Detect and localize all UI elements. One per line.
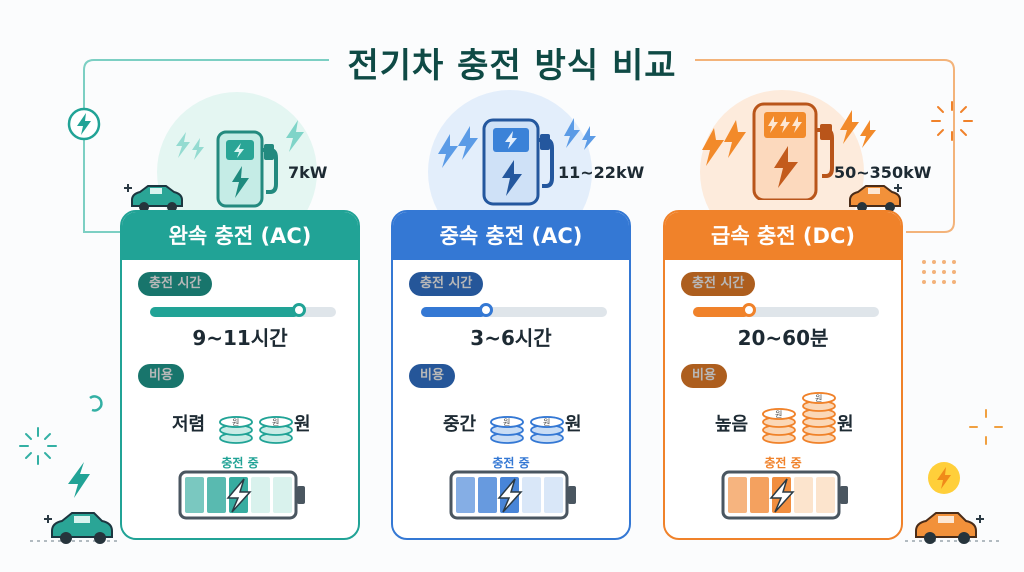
charging-status-label: 충전 중	[764, 456, 802, 470]
medium-charger-illustration	[438, 118, 596, 206]
coin-label: 원	[503, 418, 511, 427]
card-title: 중속 충전 (AC)	[393, 212, 629, 260]
time-progress-bar	[150, 303, 336, 317]
bolt-icon-bottom-left	[68, 462, 90, 498]
coin-label: 원	[775, 410, 783, 419]
bolt-icon	[860, 120, 876, 148]
time-progress-bar	[693, 303, 879, 317]
battery-icon	[721, 470, 848, 520]
charging-status-label: 충전 중	[221, 456, 259, 470]
progress-fill	[693, 307, 749, 317]
progress-fill	[421, 307, 487, 317]
bolt-icon	[582, 126, 596, 150]
bolt-icon	[176, 132, 190, 158]
left-connector-line	[83, 59, 330, 233]
bolt-icon	[702, 128, 724, 166]
won-unit: 원	[294, 414, 311, 435]
time-pill: 충전 시간	[138, 272, 213, 296]
car-icon-bottom-right	[915, 512, 984, 544]
charging-status-label: 충전 중	[492, 456, 530, 470]
bolt-icon	[840, 110, 859, 144]
arc-decor	[89, 395, 103, 412]
coin-stack-icon	[762, 392, 836, 444]
bolt-icon	[192, 138, 204, 160]
page-title-text: 전기차 충전 방식 비교	[329, 46, 695, 86]
cost-pill: 비용	[681, 364, 727, 388]
power-rating: 11~22kW	[558, 163, 645, 182]
charging-time-value: 3~6시간	[470, 326, 552, 350]
bolt-icon	[564, 118, 580, 148]
coin-stack-icon	[219, 416, 293, 444]
battery-icon	[449, 470, 576, 520]
car-icon	[849, 184, 902, 212]
charging-time-value: 9~11시간	[192, 326, 288, 350]
coin-label: 원	[232, 418, 240, 427]
progress-fill	[150, 307, 299, 317]
power-rating: 50~350kW	[834, 163, 932, 182]
sparkle-left	[19, 427, 57, 465]
bolt-icon	[458, 126, 478, 160]
right-connector-line	[694, 59, 955, 233]
bolt-icon	[724, 120, 746, 158]
time-pill: 충전 시간	[681, 272, 756, 296]
coin-label: 원	[543, 418, 551, 427]
charging-time-value: 20~60분	[737, 326, 829, 350]
won-unit: 원	[565, 414, 582, 435]
car-icon-bottom-left	[44, 512, 113, 544]
battery-icon	[178, 470, 305, 520]
time-progress-bar	[421, 303, 607, 317]
bolt-icon	[286, 120, 304, 152]
won-unit: 원	[837, 414, 854, 435]
card-title: 급속 충전 (DC)	[665, 212, 901, 260]
bolt-circle-icon	[67, 107, 101, 141]
cost-pill: 비용	[409, 364, 455, 388]
cost-value: 저렴	[172, 414, 206, 435]
page-title: 전기차 충전 방식 비교	[0, 38, 1024, 87]
power-rating: 7kW	[288, 163, 328, 182]
progress-knob	[741, 303, 756, 317]
card-title: 완속 충전 (AC)	[122, 212, 358, 260]
coin-stack-icon	[490, 416, 564, 444]
progress-knob	[291, 303, 306, 317]
dot-grid	[922, 260, 956, 284]
sparkle-right-bottom	[969, 409, 1003, 445]
fast-charger-illustration	[702, 102, 876, 200]
cost-value: 높음	[715, 414, 749, 435]
coin-label: 원	[272, 418, 280, 427]
time-pill: 충전 시간	[409, 272, 484, 296]
slow-charger-illustration	[176, 120, 304, 208]
bolt-icon	[438, 134, 458, 168]
cost-pill: 비용	[138, 364, 184, 388]
coin-label: 원	[815, 394, 823, 403]
cost-value: 중간	[443, 414, 477, 435]
bolt-circle-orange-icon	[928, 462, 960, 494]
sparkle-right-top	[931, 101, 973, 141]
progress-knob	[479, 303, 494, 317]
car-icon	[124, 184, 183, 212]
